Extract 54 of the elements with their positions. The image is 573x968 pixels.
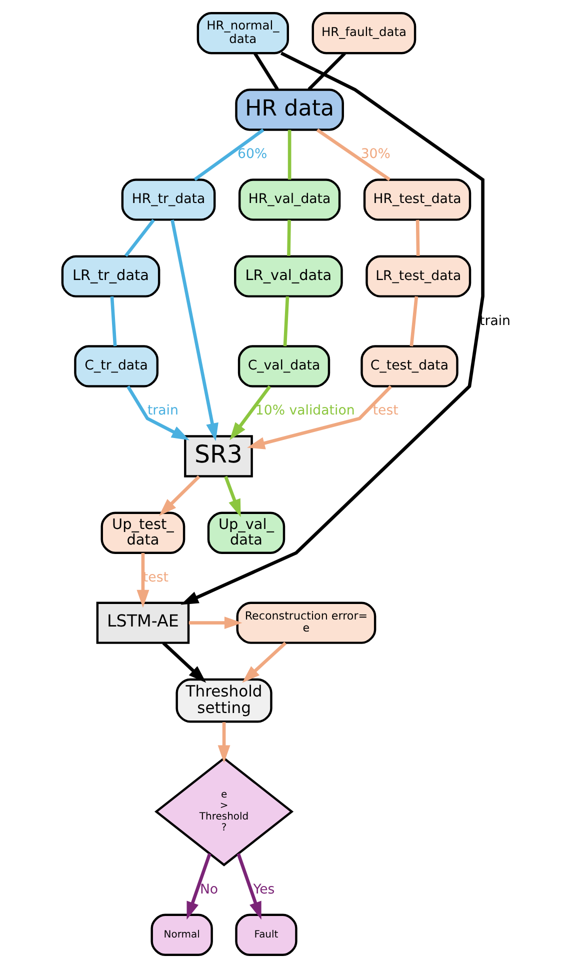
node-box: C_val_data: [238, 345, 330, 388]
node-box: LSTM-AE: [96, 602, 190, 644]
node-box: Up_test_ data: [100, 512, 186, 554]
node-box: C_test_data: [360, 345, 458, 388]
edge-label: 10% validation: [255, 404, 355, 419]
arrow: [170, 220, 218, 442]
connector: [316, 128, 391, 181]
arrow: [159, 475, 200, 516]
connector: [308, 52, 346, 90]
arrow: [188, 616, 242, 630]
arrow: [224, 476, 241, 518]
arrow: [180, 52, 484, 605]
node-box: HR_normal_ data: [196, 12, 289, 54]
node-box: HR_test_data: [363, 178, 472, 221]
node-box: Reconstruction error= e: [236, 602, 376, 644]
arrow: [236, 853, 262, 920]
node-box: Threshold setting: [176, 678, 272, 723]
connector: [288, 130, 292, 180]
node-box: Normal: [150, 914, 213, 956]
connector: [254, 52, 279, 90]
node-box: SR3: [184, 435, 253, 478]
arrow: [247, 385, 392, 450]
connector: [124, 218, 155, 257]
node-box: HR data: [235, 88, 344, 131]
node-box: Up_val_ data: [207, 512, 286, 554]
node-box: LR_val_data: [234, 255, 343, 298]
node-box: HR_val_data: [238, 178, 341, 221]
node-box: LR_tr_data: [61, 255, 160, 298]
edge-label: Yes: [253, 882, 275, 898]
node-diamond: e > Threshold ?: [154, 756, 294, 866]
arrow: [136, 553, 150, 608]
arrow: [162, 642, 206, 683]
node-box: C_tr_data: [74, 345, 158, 388]
edge-label: 30%: [360, 147, 390, 162]
edge-label: train: [480, 314, 511, 329]
connector: [416, 220, 420, 256]
edge-label: No: [200, 882, 218, 898]
arrow: [218, 722, 230, 764]
connector: [110, 296, 117, 346]
node-box: Fault: [235, 914, 298, 956]
node-box: LR_test_data: [366, 255, 472, 298]
node-box: HR_tr_data: [121, 178, 216, 221]
arrow: [230, 385, 272, 440]
connector: [194, 128, 264, 181]
arrow: [186, 853, 212, 920]
connector: [287, 220, 291, 256]
connector: [410, 296, 418, 346]
edge-label: test: [372, 404, 398, 419]
arrow: [126, 386, 190, 440]
node-box: HR_fault_data: [312, 12, 416, 54]
edge-label: train: [147, 404, 178, 419]
connector: [283, 296, 290, 346]
arrow: [242, 642, 287, 683]
edge-label: 60%: [238, 147, 268, 162]
